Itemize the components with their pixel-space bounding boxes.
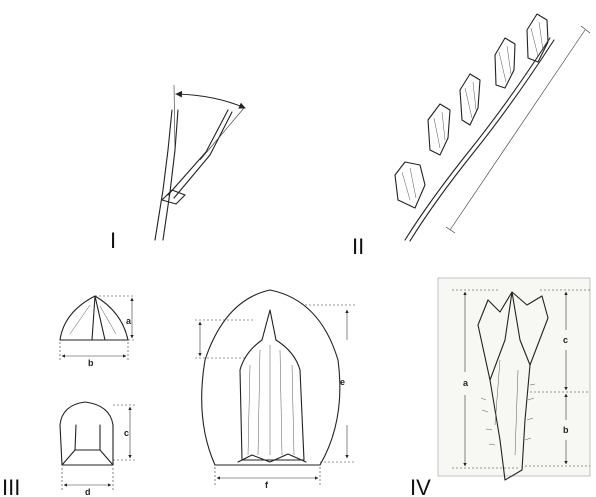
spikelet-1 (395, 162, 425, 208)
panel-label-ii: II (352, 234, 364, 259)
panel-ii-spike-drawing (395, 14, 590, 241)
measure-label-iv-b: b (563, 425, 569, 435)
panel-label-iv: IV (410, 475, 431, 497)
panel-iii-small-bract-c-d (60, 402, 135, 492)
panel-i-stem-angle-drawing (155, 85, 245, 240)
measure-label-iii-a: a (126, 316, 132, 326)
measure-label-iii-c: c (124, 428, 129, 438)
spikelet-4 (495, 38, 515, 88)
measure-label-iii-d: d (85, 487, 91, 497)
measure-label-iii-e: e (340, 377, 345, 387)
spikelet-3 (460, 74, 480, 125)
panel-iii-large-bract-e-f (195, 290, 355, 485)
measure-label-iv-c: c (563, 335, 568, 345)
spikelet-2 (428, 104, 450, 155)
panel-label-iii: III (2, 475, 20, 497)
panel-label-i: I (110, 228, 116, 253)
panel-iv-calyx-drawing (438, 278, 590, 480)
panel-iii-small-bract-a-b (60, 296, 135, 360)
measure-label-iii-f: f (265, 480, 269, 490)
measure-label-iii-b: b (88, 358, 94, 368)
